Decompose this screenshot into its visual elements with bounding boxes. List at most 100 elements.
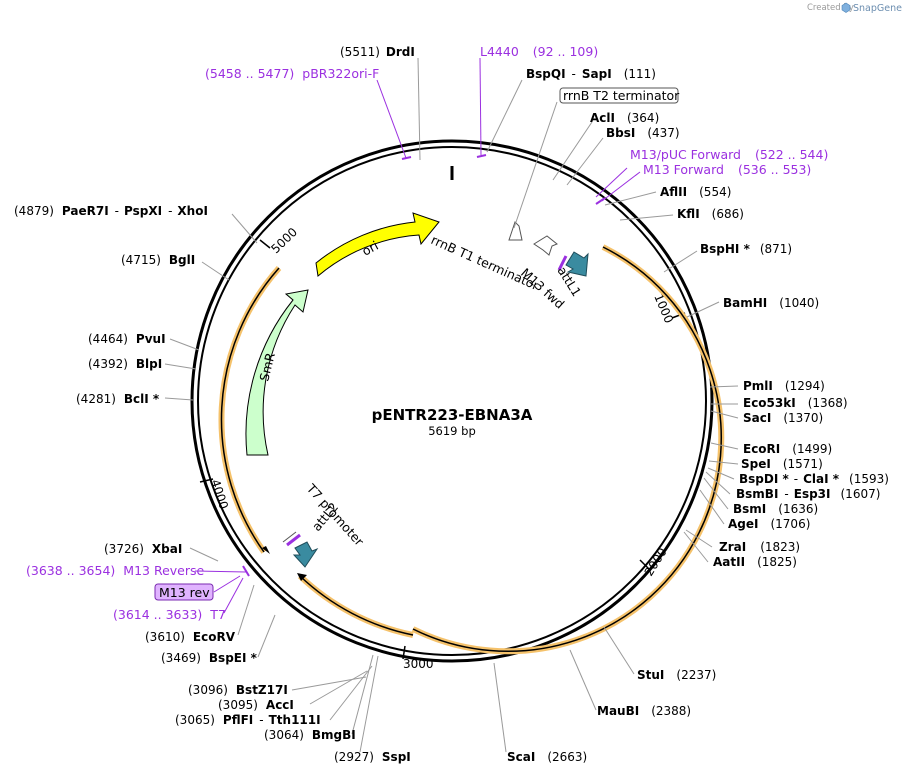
sapi-name: SapI bbox=[582, 67, 612, 81]
primer-m13-reverse[interactable]: (3638 .. 3654)M13 Reverse bbox=[26, 563, 204, 578]
enzyme-scai[interactable]: ScaI(2663) bbox=[507, 750, 587, 764]
rrnb-t2-box bbox=[559, 87, 679, 104]
enzyme-pvui[interactable]: (4464)PvuI bbox=[88, 332, 166, 346]
leader-lines bbox=[164, 57, 739, 753]
svg-text:(4464)PvuI: (4464)PvuI bbox=[88, 332, 166, 346]
svg-text:ZraI(1823): ZraI(1823) bbox=[719, 540, 800, 554]
enzyme-ecori[interactable]: EcoRI(1499) bbox=[743, 442, 832, 456]
svg-text:M13 Forward(536 .. 553): M13 Forward(536 .. 553) bbox=[643, 162, 811, 177]
feature-smr[interactable]: SmR bbox=[245, 289, 309, 456]
tick-mark-3000 bbox=[402, 645, 406, 660]
svg-text:(4879)PaeR7I-PspXI-XhoI: (4879)PaeR7I-PspXI-XhoI bbox=[14, 204, 208, 218]
enzyme-spei[interactable]: SpeI(1571) bbox=[741, 457, 823, 471]
svg-text:BspHI *(871): BspHI *(871) bbox=[700, 242, 792, 256]
primer-m13-rev[interactable]: M13 rev bbox=[154, 583, 214, 601]
enzyme-kfli[interactable]: KflI(686) bbox=[677, 207, 744, 221]
enzyme-bamhi[interactable]: BamHI(1040) bbox=[723, 296, 819, 310]
enzyme-bcli[interactable]: (4281)BclI * bbox=[76, 392, 160, 406]
attl2-primer-marker-b bbox=[282, 531, 297, 543]
svg-text:(3726)XbaI: (3726)XbaI bbox=[104, 542, 182, 556]
svg-text:BspDI *-ClaI *(1593): BspDI *-ClaI *(1593) bbox=[739, 472, 889, 486]
svg-text:(3614 .. 3633)T7: (3614 .. 3633)T7 bbox=[113, 607, 226, 622]
rrnb-t2-label: rrnB T2 terminator bbox=[563, 88, 680, 103]
enzyme-saci[interactable]: SacI(1370) bbox=[743, 411, 823, 425]
enzyme-xbai[interactable]: (3726)XbaI bbox=[104, 542, 182, 556]
enzyme-stui[interactable]: StuI(2237) bbox=[637, 668, 716, 682]
smr-label: SmR bbox=[256, 351, 278, 383]
enzyme-maubi[interactable]: MauBI(2388) bbox=[597, 704, 691, 718]
tick-label-5000: 5000 bbox=[268, 225, 300, 256]
enzyme-ecorv[interactable]: (3610)EcoRV bbox=[145, 630, 236, 644]
feature-ori[interactable]: ori bbox=[315, 212, 440, 277]
svg-text:(2927)SspI: (2927)SspI bbox=[334, 750, 411, 764]
tick-label-2000: 2000 bbox=[642, 545, 670, 578]
enzyme-sspi[interactable]: (2927)SspI bbox=[334, 750, 411, 764]
feature-rrnb-t2-terminator[interactable]: rrnB T2 terminator bbox=[559, 87, 680, 104]
backbone-inner bbox=[197, 146, 707, 656]
primer-m13-forward[interactable]: M13 Forward(536 .. 553) bbox=[643, 162, 811, 177]
insert-arc-right bbox=[411, 244, 725, 655]
enzyme-acci[interactable]: (3095)AccI bbox=[218, 698, 294, 712]
svg-text:AgeI(1706): AgeI(1706) bbox=[728, 517, 810, 531]
rrnb-t1-terminator-arrow[interactable] bbox=[533, 235, 558, 256]
svg-text:(4715)BglI: (4715)BglI bbox=[121, 253, 195, 267]
enzyme-eco53ki[interactable]: Eco53kI(1368) bbox=[743, 396, 848, 410]
primer-pbr322ori-f[interactable]: (5458 .. 5477)pBR322ori-F bbox=[205, 66, 379, 81]
enzyme-bspdi-clai[interactable]: BspDI *-ClaI *(1593) bbox=[739, 472, 889, 486]
svg-text:AclI(364): AclI(364) bbox=[590, 111, 659, 125]
svg-text:BsmBI-Esp3I(1607): BsmBI-Esp3I(1607) bbox=[736, 487, 880, 501]
primer-t7[interactable]: (3614 .. 3633)T7 bbox=[113, 607, 226, 622]
enzyme-bsmbi-esp3i[interactable]: BsmBI-Esp3I(1607) bbox=[736, 487, 880, 501]
snapgene-logo: SnapGene bbox=[841, 2, 902, 14]
attl2-arrow[interactable] bbox=[292, 541, 319, 568]
svg-text:(3469)BspEI *: (3469)BspEI * bbox=[161, 651, 258, 665]
svg-text:KflI(686): KflI(686) bbox=[677, 207, 744, 221]
svg-text:Eco53kI(1368): Eco53kI(1368) bbox=[743, 396, 848, 410]
svg-text:BspQI-SapI(111): BspQI-SapI(111) bbox=[526, 67, 656, 81]
snapgene-logo-icon bbox=[841, 2, 851, 13]
svg-text:ScaI(2663): ScaI(2663) bbox=[507, 750, 587, 764]
enzyme-zrai[interactable]: ZraI(1823) bbox=[719, 540, 800, 554]
enzyme-pmli[interactable]: PmlI(1294) bbox=[743, 379, 825, 393]
enzyme-bsphi[interactable]: BspHI *(871) bbox=[700, 242, 792, 256]
primer-m13-puc-forward[interactable]: M13/pUC Forward(522 .. 544) bbox=[630, 147, 828, 162]
svg-text:(3610)EcoRV: (3610)EcoRV bbox=[145, 630, 236, 644]
plasmid-name: pENTR223-EBNA3A bbox=[372, 406, 533, 424]
rrnb-t1-terminator-label: rrnB T1 terminator bbox=[429, 232, 542, 293]
insert-arc-arrowhead bbox=[297, 573, 307, 581]
enzyme-agei[interactable]: AgeI(1706) bbox=[728, 517, 810, 531]
enzyme-bgli[interactable]: (4715)BglI bbox=[121, 253, 195, 267]
tick-label-1000: 1000 bbox=[651, 292, 676, 326]
svg-text:BsmI(1636): BsmI(1636) bbox=[733, 502, 818, 516]
enzyme-bspqi-sapi[interactable]: BspQI-SapI(111) bbox=[526, 67, 656, 81]
svg-text:SacI(1370): SacI(1370) bbox=[743, 411, 823, 425]
enzyme-aflii[interactable]: AflII(554) bbox=[660, 185, 731, 199]
rrnb-t2-terminator-arrow[interactable] bbox=[508, 221, 523, 241]
enzyme-pflfi-tth111i[interactable]: (3065)PflFI-Tth111I bbox=[175, 713, 321, 727]
attl2-primer-marker bbox=[286, 533, 301, 547]
enzyme-acli[interactable]: AclI(364) bbox=[590, 111, 659, 125]
enzyme-bstz17i[interactable]: (3096)BstZ17I bbox=[188, 683, 288, 697]
m13-rev-box bbox=[154, 583, 214, 601]
primer-l4440[interactable]: L4440(92 .. 109) bbox=[480, 44, 598, 59]
enzyme-paer7i-pspxi-xhoi[interactable]: (4879)PaeR7I-PspXI-XhoI bbox=[14, 204, 208, 218]
tick-label-3000: 3000 bbox=[403, 657, 434, 671]
insert-arc-left bbox=[218, 266, 282, 554]
attl1-arrow[interactable] bbox=[565, 251, 589, 277]
enzyme-bbsi[interactable]: BbsI(437) bbox=[606, 126, 680, 140]
enzyme-blpi[interactable]: (4392)BlpI bbox=[88, 357, 162, 371]
enzyme-drdi[interactable]: (5511)DrdI bbox=[340, 45, 415, 59]
svg-text:AflII(554): AflII(554) bbox=[660, 185, 731, 199]
svg-text:L4440(92 .. 109): L4440(92 .. 109) bbox=[480, 44, 598, 59]
enzyme-bsmi[interactable]: BsmI(1636) bbox=[733, 502, 818, 516]
enzyme-aatii[interactable]: AatII(1825) bbox=[713, 555, 797, 569]
bspqi-sapi-position: (111) bbox=[624, 67, 656, 81]
svg-text:(5458 .. 5477)pBR322ori-F: (5458 .. 5477)pBR322ori-F bbox=[205, 66, 379, 81]
enzyme-bmgbi[interactable]: (3064)BmgBI bbox=[264, 728, 356, 742]
svg-text:(4281)BclI *: (4281)BclI * bbox=[76, 392, 160, 406]
svg-text:PmlI(1294): PmlI(1294) bbox=[743, 379, 825, 393]
bspqi-sep: - bbox=[572, 67, 576, 81]
enzyme-bspei[interactable]: (3469)BspEI * bbox=[161, 651, 258, 665]
tick-mark-5000 bbox=[259, 239, 271, 249]
